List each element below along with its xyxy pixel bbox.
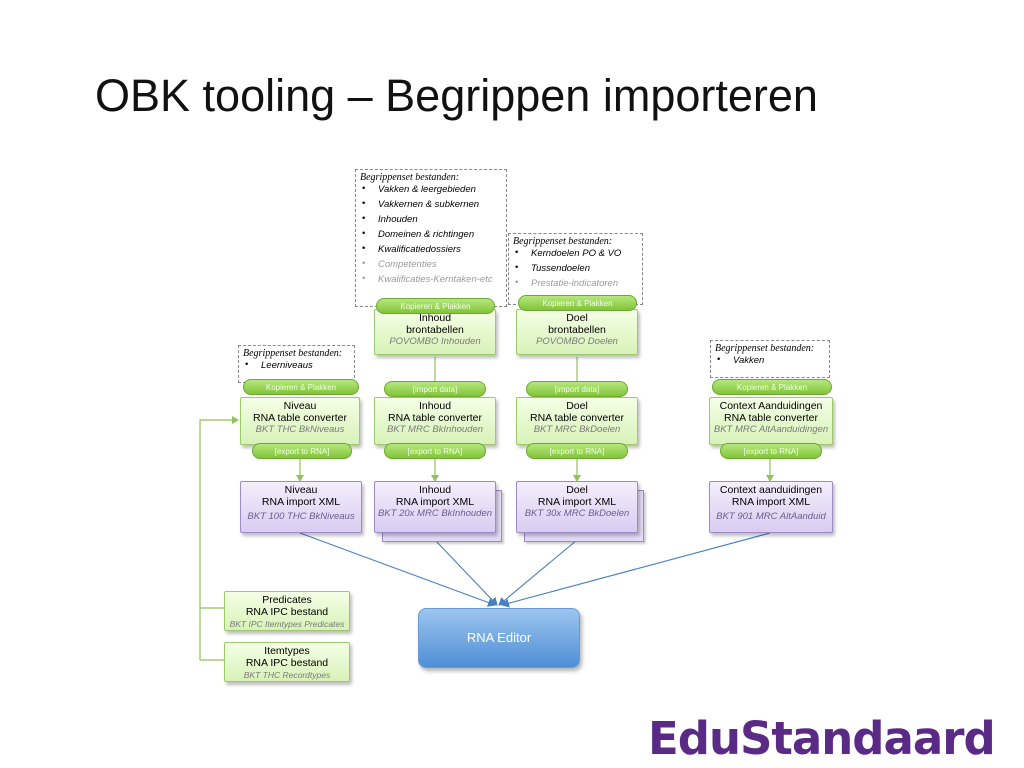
box-name: Niveau: [283, 400, 317, 412]
box-source: BKT 20x MRC BkInhouden: [377, 508, 493, 519]
arrow-context-to-editor: [501, 532, 771, 608]
box-name: Doel: [566, 484, 588, 496]
box-type: RNA import XML: [537, 496, 617, 508]
note-niveau-begrippenset: Begrippenset bestanden: Leerniveaus: [238, 345, 355, 383]
note-heading: Begrippenset bestanden:: [715, 343, 815, 354]
pill-import-inhoud: [import data]: [384, 381, 486, 397]
box-source: BKT 901 MRC AltAanduid: [716, 511, 826, 522]
pill-kopieren-doel: Kopieren & Plakken: [518, 295, 637, 311]
box-type: RNA import XML: [731, 496, 811, 508]
note-inhoud-begrippenset: Begrippenset bestanden: Vakken & leergeb…: [355, 169, 507, 307]
note-heading: Begrippenset bestanden:: [243, 348, 343, 359]
box-context-converter: Context Aanduidingen RNA table converter…: [709, 397, 833, 445]
box-predicates-ipc: Predicates RNA IPC bestand BKT IPC Itemt…: [224, 591, 350, 631]
box-type: RNA table converter: [253, 412, 347, 424]
note-item: Leerniveaus: [243, 359, 350, 371]
note-item: Vakkernen & subkernen: [360, 198, 502, 210]
box-source: BKT 100 THC BkNiveaus: [247, 511, 355, 522]
box-type: RNA table converter: [530, 412, 624, 424]
box-name: Doel: [566, 400, 588, 412]
box-source: POVOMBO Inhouden: [389, 336, 481, 347]
box-name: Niveau: [284, 484, 318, 496]
box-inhoud-brontabellen: Inhoud brontabellen POVOMBO Inhouden: [374, 309, 496, 355]
arrow-niveau-to-editor: [299, 532, 496, 607]
note-item: Vakken: [715, 354, 825, 366]
pill-kopieren-context: Kopieren & Plakken: [712, 379, 832, 395]
bracket-ipc-to-niveau: [199, 416, 239, 609]
edustandaard-logo: EduStandaard: [648, 712, 996, 765]
box-source: BKT MRC BkInhouden: [386, 424, 484, 435]
page-title: OBK tooling – Begrippen importeren: [95, 70, 818, 121]
note-doel-begrippenset: Begrippenset bestanden: Kerndoelen PO & …: [508, 233, 643, 305]
box-source: BKT MRC BkDoelen: [533, 424, 621, 435]
arrow-doel-to-editor: [498, 539, 578, 606]
box-source: BKT MRC AltAanduidingen: [713, 424, 829, 435]
box-name: Inhoud: [418, 484, 452, 496]
box-niveau-converter: Niveau RNA table converter BKT THC BkNiv…: [240, 397, 360, 445]
box-type: RNA import XML: [395, 496, 475, 508]
pill-kopieren-inhoud: Kopieren & Plakken: [376, 298, 495, 314]
box-source: POVOMBO Doelen: [536, 336, 618, 347]
box-name: Itemtypes: [264, 645, 310, 657]
box-name: Context Aanduidingen: [719, 400, 823, 412]
box-type: RNA table converter: [388, 412, 482, 424]
box-name: Inhoud: [418, 312, 452, 324]
box-name: Context aanduidingen: [719, 484, 823, 496]
box-context-import: Context aanduidingen RNA import XML BKT …: [709, 481, 833, 533]
note-heading: Begrippenset bestanden:: [513, 236, 613, 247]
note-item: Kwalificatiedossiers: [360, 243, 502, 255]
note-item-dim: Kwalificaties-Kerntaken-etc: [360, 273, 502, 285]
pill-export-doel: [export to RNA]: [526, 443, 628, 459]
box-type: RNA IPC bestand: [245, 606, 329, 618]
note-item: Tussendoelen: [513, 262, 638, 274]
box-name: Doel: [566, 312, 588, 324]
box-source: BKT THC Recordtypes: [243, 670, 331, 680]
note-context-begrippenset: Begrippenset bestanden: Vakken: [710, 340, 830, 378]
note-item: Vakken & leergebieden: [360, 183, 502, 195]
pill-export-context: [export to RNA]: [720, 443, 822, 459]
box-type: RNA table converter: [724, 412, 818, 424]
box-itemtypes-ipc: Itemtypes RNA IPC bestand BKT THC Record…: [224, 642, 350, 682]
note-item: Inhouden: [360, 213, 502, 225]
note-item-dim: Prestatie-indicatoren: [513, 277, 638, 289]
arrow-inhoud-to-editor: [434, 539, 498, 606]
box-doel-import: Doel RNA import XML BKT 30x MRC BkDoelen: [516, 481, 638, 533]
box-type: brontabellen: [406, 324, 464, 336]
box-inhoud-converter: Inhoud RNA table converter BKT MRC BkInh…: [374, 397, 496, 445]
box-source: BKT THC BkNiveaus: [255, 424, 345, 435]
box-doel-converter: Doel RNA table converter BKT MRC BkDoele…: [516, 397, 638, 445]
box-niveau-import: Niveau RNA import XML BKT 100 THC BkNive…: [240, 481, 362, 533]
note-item: Kerndoelen PO & VO: [513, 247, 638, 259]
note-heading: Begrippenset bestanden:: [360, 172, 460, 183]
rna-editor-box: RNA Editor: [418, 608, 580, 668]
pill-import-doel: [import data]: [526, 381, 628, 397]
pill-kopieren-niveau: Kopieren & Plakken: [243, 379, 359, 395]
note-item-dim: Competenties: [360, 258, 502, 270]
box-name: Predicates: [262, 594, 312, 606]
pill-export-inhoud: [export to RNA]: [384, 443, 486, 459]
note-item: Domeinen & richtingen: [360, 228, 502, 240]
pill-export-niveau: [export to RNA]: [252, 443, 352, 459]
box-source: BKT IPC Itemtypes Predicates: [229, 619, 345, 629]
box-inhoud-import: Inhoud RNA import XML BKT 20x MRC BkInho…: [374, 481, 496, 533]
box-doel-brontabellen: Doel brontabellen POVOMBO Doelen: [516, 309, 638, 355]
box-source: BKT 30x MRC BkDoelen: [524, 508, 630, 519]
box-type: brontabellen: [548, 324, 606, 336]
box-type: RNA IPC bestand: [245, 657, 329, 669]
box-type: RNA import XML: [261, 496, 341, 508]
box-name: Inhoud: [418, 400, 452, 412]
